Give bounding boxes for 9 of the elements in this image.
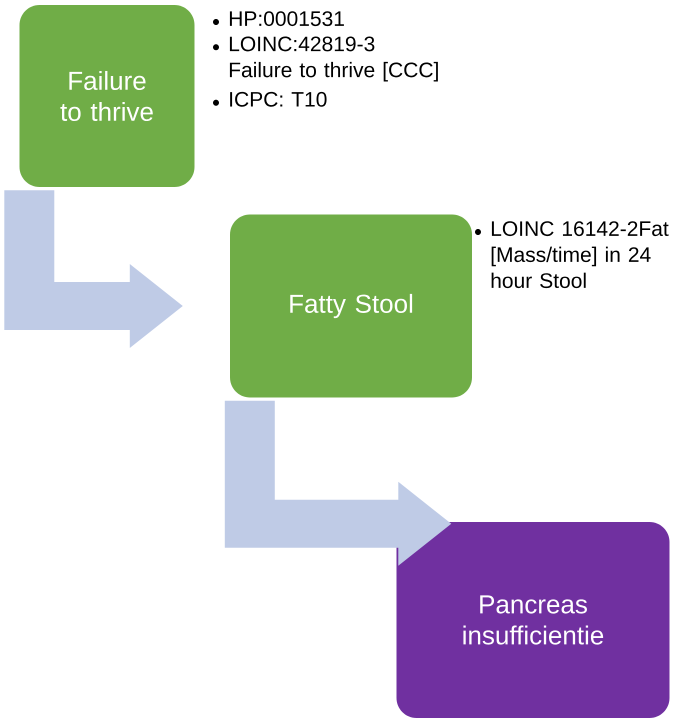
process-box: Fatty Stool xyxy=(230,214,472,398)
process-box: Pancreas insufficientie xyxy=(396,522,670,718)
bent-arrow xyxy=(4,190,183,348)
bent-arrow xyxy=(224,400,452,566)
bullet-item: ICPC: T10 xyxy=(213,92,327,107)
bullet-item: HP:0001531 xyxy=(213,11,344,26)
process-box: Failure to thrive xyxy=(20,5,194,187)
bullet-item: LOINC 16142-2Fat [Mass/time] in 24 hour Stool xyxy=(475,221,669,288)
bullet-item: LOINC:42819-3 Failure to thrive [CCC] xyxy=(213,36,438,82)
